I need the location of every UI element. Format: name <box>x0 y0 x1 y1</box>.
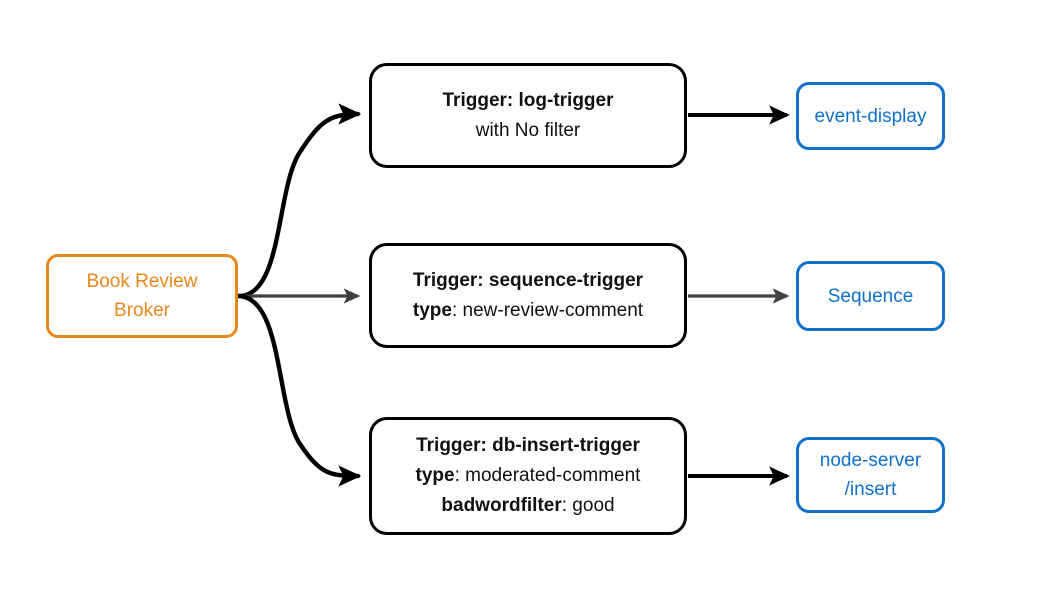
broker-label-line-1: Book Review <box>86 271 198 292</box>
node-book-review-broker[interactable]: Book Review Broker <box>46 254 238 338</box>
trigger-3-line-3-bold: badwordfilter <box>441 495 562 516</box>
trigger-2-line-2: type: new-review-comment <box>413 296 643 326</box>
sink-2-label: Sequence <box>827 285 914 307</box>
node-sink-event-display[interactable]: event-display <box>796 82 945 150</box>
trigger-3-line-2-bold: type <box>415 465 455 486</box>
node-trigger-db-insert-trigger[interactable]: Trigger: db-insert-trigger type: moderat… <box>369 417 687 535</box>
node-trigger-sequence-trigger[interactable]: Trigger: sequence-trigger type: new-revi… <box>369 243 687 348</box>
trigger-1-line-1-bold: Trigger: log-trigger <box>442 89 614 111</box>
trigger-3-line-1-bold: Trigger: db-insert-trigger <box>416 435 640 456</box>
sink-3-label-line-1: node-server <box>819 450 922 471</box>
node-trigger-log-trigger[interactable]: Trigger: log-trigger with No filter <box>369 63 687 168</box>
trigger-3-line-2-rest: : moderated-comment <box>454 465 641 486</box>
trigger-2-line-2-bold: type <box>412 299 452 321</box>
trigger-3-line-3-rest: : good <box>561 495 615 516</box>
edge-broker-to-log-trigger <box>236 103 362 299</box>
trigger-2-line-2-rest: : new-review-comment <box>451 299 644 321</box>
trigger-2-line-1-bold: Trigger: sequence-trigger <box>412 269 644 291</box>
trigger-1-line-1: Trigger: log-trigger <box>443 86 614 116</box>
node-sink-sequence[interactable]: Sequence <box>796 261 945 331</box>
edge-broker-to-db-insert-trigger <box>236 293 362 487</box>
trigger-3-line-2: type: moderated-comment <box>416 461 641 491</box>
broker-label-line-2: Broker <box>114 300 170 321</box>
trigger-3-line-1: Trigger: db-insert-trigger <box>416 431 640 461</box>
trigger-3-line-3: badwordfilter: good <box>441 491 614 521</box>
node-sink-node-server-insert[interactable]: node-server /insert <box>796 437 945 513</box>
trigger-2-line-1: Trigger: sequence-trigger <box>413 266 643 296</box>
trigger-1-line-2-rest: with No filter <box>475 119 581 141</box>
sink-3-label-line-2: /insert <box>844 479 897 500</box>
sink-1-label: event-display <box>814 105 927 127</box>
trigger-1-line-2: with No filter <box>476 116 581 146</box>
